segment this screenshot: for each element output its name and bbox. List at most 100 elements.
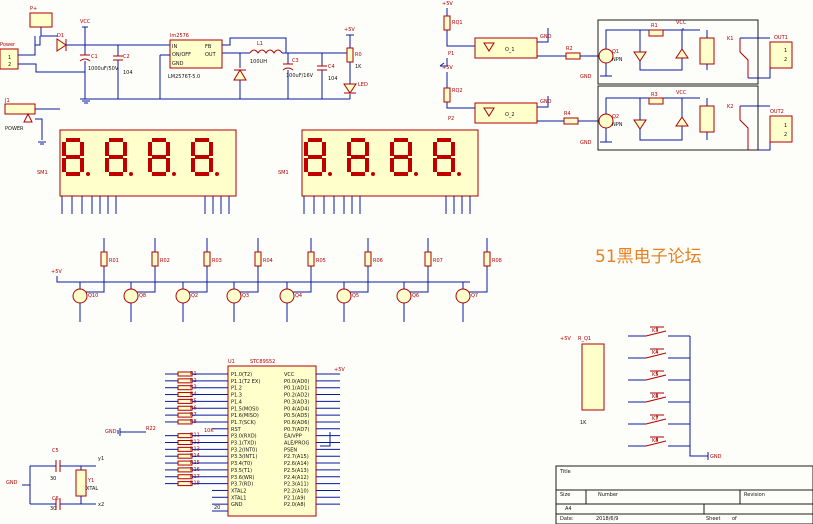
power-section: Power 1 2 P+ D1 VCC C1 1000uF/50V C2 104… [0, 6, 368, 145]
key-switch-k4: K4 [628, 348, 690, 359]
mcu-right-pin-7: P0.5(AD5) [284, 413, 309, 419]
driver-res-label-2: R02 [160, 258, 170, 264]
resistor-r06 [364, 251, 372, 267]
resistor-r4 [563, 117, 579, 125]
mcu-left-pin-20: GND [231, 502, 243, 508]
q2-type: NPN [612, 122, 623, 128]
q1-type: NPN [612, 57, 623, 63]
transistor-q2 [175, 288, 191, 304]
relay-section: +5V RQ1 P1 +5V O_1 GND R2 Q1 NPN GND R1 … [439, 1, 793, 151]
mcu-stc89s52 [227, 365, 317, 517]
c3-value: 100uF/16V [286, 73, 314, 79]
relay-k1-coil [699, 37, 715, 65]
mcu-right-pin-2: P0.0(AD0) [284, 379, 309, 385]
jack-power-label: POWER [5, 126, 24, 132]
p-plus-fuse [29, 12, 53, 28]
keys-gnd-label: GND [710, 454, 722, 460]
resistor-r08 [483, 251, 491, 267]
mcu-left-pin-2: P1.1(T2 EX) [231, 379, 260, 385]
c2-value: 104 [123, 70, 133, 76]
mcu-left-pin-6: P1.5(MOSI) [231, 406, 259, 412]
mcu-right-pin-9: P0.7(AD7) [284, 427, 309, 433]
resistor-r3 [648, 97, 664, 105]
resistor-rq1 [443, 15, 451, 31]
mcu-pin20-num: 20 [214, 505, 220, 511]
crystal-y1 [75, 469, 87, 497]
out2-label: OUT2 [770, 109, 784, 115]
transistor-q2 [598, 113, 614, 129]
mcu-left-pin-18: XTAL2 [231, 488, 246, 494]
driver-q-label-8: Q7 [471, 293, 478, 299]
tb-date-label: Date: [560, 516, 574, 522]
resistor-r05 [307, 251, 315, 267]
transistor-q7 [455, 288, 471, 304]
display-pins [61, 196, 471, 214]
resistor-r1 [648, 29, 664, 37]
driver-q-label-6: Q5 [352, 293, 359, 299]
title-block: Title Size A4 Number Revision Date: 2018… [555, 465, 813, 524]
mcu-right-pin-15: P2.5(A13) [284, 468, 309, 474]
r1-label: R1 [651, 23, 658, 29]
resistor-r2 [565, 52, 581, 60]
rq1-label: RQ1 [452, 20, 463, 26]
key-label-6: K8 [652, 438, 658, 444]
mcu-right-pin-19: P2.1(A9) [284, 495, 306, 501]
seven-seg-digit-8 [433, 138, 461, 176]
out2-pin2: 2 [784, 132, 787, 138]
mcu-right-pin-14: P2.6(A14) [284, 461, 309, 467]
c4-label: C4 [328, 64, 335, 70]
transistor-q10 [72, 288, 88, 304]
mcu-left-pin-19: XTAL1 [231, 495, 246, 501]
rq2-label: RQ2 [452, 88, 463, 94]
y1-label: Y1 [87, 478, 94, 484]
c6-label: C6 [52, 496, 59, 502]
p-plus-label: P+ [30, 6, 37, 12]
r0-value: 1K [355, 64, 362, 70]
mcu-part: STC89S52 [250, 359, 275, 365]
lm2576-label: lm2576 [170, 33, 189, 39]
mcu-left-pin-3: P1.2 [231, 386, 242, 392]
driver-plus5v: +5V [51, 269, 62, 275]
seven-seg-digit-6 [347, 138, 375, 176]
out1-pin2: 2 [784, 57, 787, 63]
l1-label: L1 [257, 41, 263, 47]
mcu-right-pin-3: P0.1(AD1) [284, 386, 309, 392]
key-switch-k3: K3 [628, 326, 690, 337]
relay-gnd-2: GND [580, 74, 592, 80]
transistor-q3 [226, 288, 242, 304]
mcu-left-pin-4: P1.3 [231, 393, 242, 399]
tb-size-value: A4 [565, 506, 572, 512]
out1-label: OUT1 [774, 35, 788, 41]
mcu-left-pin-14: P3.4(T0) [231, 461, 252, 467]
mcu-right-pin-10: EA/VPP [284, 434, 302, 440]
resistor-rq2 [443, 87, 451, 103]
key-label-1: K3 [652, 328, 658, 334]
mcu-ref: U1 [228, 359, 235, 365]
mcu-left-pin-12: P3.2(INT0) [231, 447, 257, 453]
power-connector [0, 48, 19, 70]
power-connector-label: Power [0, 42, 16, 48]
driver-res-label-3: R03 [212, 258, 222, 264]
jack-label: J1 [4, 98, 10, 104]
driver-q-label-3: Q2 [191, 293, 198, 299]
led-label: LED [358, 82, 368, 88]
sm1-left-label: SM1 [37, 170, 48, 176]
k2-label: K2 [727, 104, 733, 110]
tb-revision-label: Revision [744, 492, 765, 498]
watermark-text: 51黑电子论坛 [595, 247, 702, 267]
mcu-right-pin-18: P2.2(A10) [284, 488, 309, 494]
seven-segment-digits [62, 138, 461, 176]
tb-title-label: Title [559, 469, 571, 475]
out1-pin1: 1 [784, 48, 787, 54]
seven-seg-digit-4 [191, 138, 219, 176]
relay-gnd-1: GND [540, 34, 552, 40]
c5-value: 30 [50, 476, 56, 482]
y1-xtal: XTAL [86, 486, 98, 492]
key-switch-k8: K8 [628, 436, 690, 447]
lm2576-pin-fb: FB [205, 44, 212, 50]
resistor-r01 [100, 251, 108, 267]
seven-seg-digit-5 [304, 138, 332, 176]
